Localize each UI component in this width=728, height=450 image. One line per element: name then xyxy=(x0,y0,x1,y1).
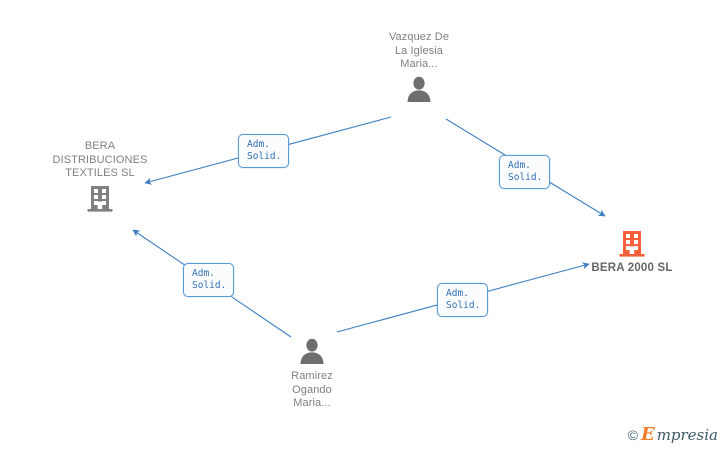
node-label-ramirez: Ramirez Ogando Maria... xyxy=(291,370,333,409)
node-company-bera-distribuciones[interactable]: BERA DISTRIBUCIONES TEXTILES SL xyxy=(25,140,175,213)
copyright-icon: © xyxy=(627,427,638,443)
building-icon xyxy=(85,183,115,213)
person-icon xyxy=(404,74,434,104)
empresia-watermark: © E mpresia xyxy=(628,426,718,444)
node-person-ramirez[interactable]: Ramirez Ogando Maria... xyxy=(237,336,387,411)
node-company-bera-2000[interactable]: BERA 2000 SL xyxy=(557,228,707,276)
edge-label-ramirez-bera-distribuciones[interactable]: Adm. Solid. xyxy=(183,263,235,297)
building-icon xyxy=(617,228,647,258)
edge-label-vazquez-bera-2000[interactable]: Adm. Solid. xyxy=(499,155,551,189)
person-icon xyxy=(297,336,327,366)
brand-initial: E xyxy=(640,424,655,445)
node-label-bera-2000: BERA 2000 SL xyxy=(591,262,673,274)
node-label-bera-distribuciones: BERA DISTRIBUCIONES TEXTILES SL xyxy=(52,140,148,179)
edge-label-ramirez-bera-2000[interactable]: Adm. Solid. xyxy=(437,283,489,317)
node-label-vazquez: Vazquez De La Iglesia Maria... xyxy=(388,31,450,70)
brand-name: mpresia xyxy=(656,425,718,444)
node-person-vazquez[interactable]: Vazquez De La Iglesia Maria... xyxy=(344,31,494,104)
edge-label-vazquez-bera-distribuciones[interactable]: Adm. Solid. xyxy=(238,134,290,168)
